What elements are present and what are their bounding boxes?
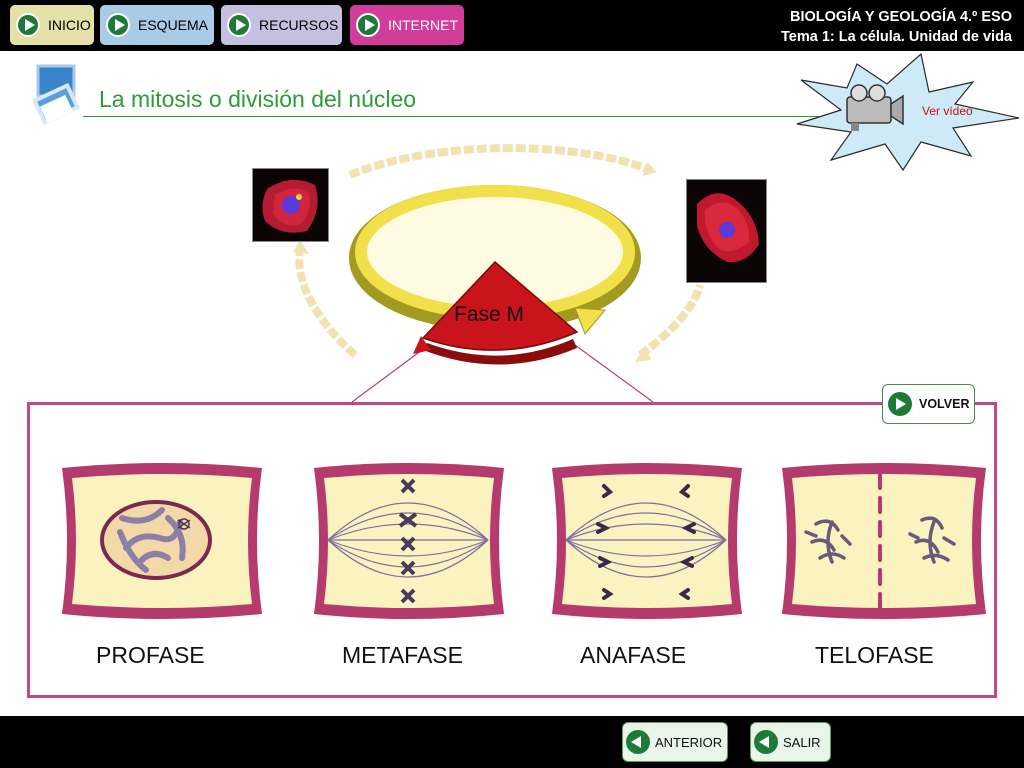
cycle-arrow-top [348,144,652,179]
cycle-arrow-right [637,283,704,359]
volver-label: VOLVER [919,397,970,411]
salir-label: SALIR [783,734,821,750]
phase-anafase-diagram [546,458,748,623]
play-icon [888,392,912,416]
page-title: La mitosis o división del núcleo [99,86,417,112]
nav-internet-button[interactable]: INTERNET [350,5,464,45]
nav-inicio-label: INICIO [48,17,91,33]
phases-panel [27,402,997,698]
nav-inicio-button[interactable]: INICIO [10,5,94,45]
bottom-bar [0,716,1024,768]
course-title: BIOLOGÍA Y GEOLOGÍA 4.º ESO [789,9,1012,25]
ver-video-link[interactable]: Ver vídeo [922,104,973,118]
phase-label-anafase: ANAFASE [580,642,687,668]
cell-micrograph-left [252,168,329,242]
nav-recursos-button[interactable]: RECURSOS [221,5,342,45]
connector-left [351,349,423,403]
course-topic: Tema 1: La célula. Unidad de vida [781,29,1012,45]
salir-button[interactable]: SALIR [750,722,831,762]
slides-icon [32,64,81,126]
back-arrow-icon [754,730,778,754]
connector-right [574,344,654,403]
play-icon [227,13,251,37]
anterior-button[interactable]: ANTERIOR [622,722,728,762]
nav-internet-label: INTERNET [388,17,458,33]
volver-button[interactable]: VOLVER [882,384,975,424]
cell-cycle-diagram [293,144,704,403]
play-icon [106,13,130,37]
play-icon [356,13,380,37]
anterior-label: ANTERIOR [655,734,723,750]
phase-label-metafase: METAFASE [342,642,463,668]
phase-telofase-diagram [776,458,992,623]
back-arrow-icon [626,730,650,754]
play-icon [16,13,40,37]
nav-esquema-label: ESQUEMA [138,17,209,33]
cell-micrograph-right [686,179,767,283]
video-burst[interactable] [795,52,1023,172]
fase-m-wedge [421,260,579,351]
nav-recursos-label: RECURSOS [259,17,339,33]
phase-profase-diagram [56,458,268,623]
video-camera-icon [846,84,904,131]
phase-label-telofase: TELOFASE [815,642,934,668]
phase-metafase-diagram [308,458,510,623]
phase-label-profase: PROFASE [96,642,205,668]
nav-esquema-button[interactable]: ESQUEMA [100,5,214,45]
course-header: BIOLOGÍA Y GEOLOGÍA 4.º ESO Tema 1: La c… [781,7,1012,47]
title-underline [83,116,819,117]
cycle-arrow-left [295,249,358,359]
fase-m-label: Fase M [454,303,525,326]
